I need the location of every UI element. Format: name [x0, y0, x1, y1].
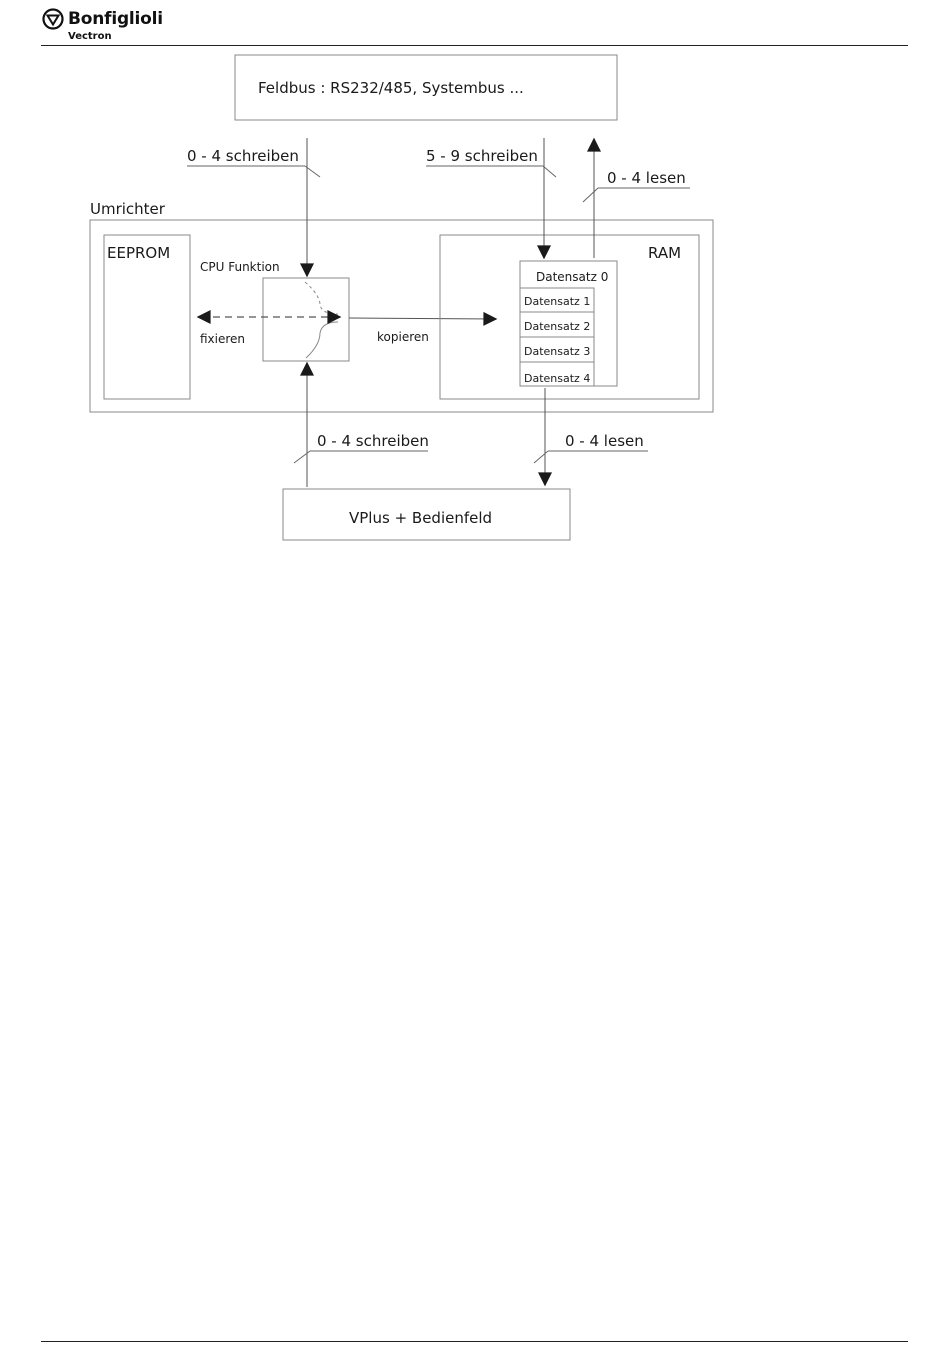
cpu-label: CPU Funktion	[200, 260, 280, 274]
datensatz-1-label: Datensatz 1	[524, 295, 590, 308]
cpu-curve-top	[305, 282, 338, 314]
cpu-curve-bottom	[306, 322, 338, 358]
bus-write-5-9-leader	[543, 166, 556, 177]
panel-read-0-4-leader	[534, 451, 548, 463]
footer-rule	[41, 1341, 908, 1342]
kopieren-label: kopieren	[377, 330, 429, 344]
bus-write-5-9-label: 5 - 9 schreiben	[426, 147, 538, 165]
datensatz-3-label: Datensatz 3	[524, 345, 590, 358]
umrichter-box	[90, 220, 713, 412]
fixieren-label: fixieren	[200, 332, 245, 346]
data-set-diagram: Feldbus : RS232/485, Systembus ... 0 - 4…	[0, 0, 950, 600]
cpu-box	[263, 278, 349, 361]
bus-read-0-4-label: 0 - 4 lesen	[607, 169, 686, 187]
feldbus-label: Feldbus : RS232/485, Systembus ...	[258, 79, 524, 97]
datensatz-4-label: Datensatz 4	[524, 372, 590, 385]
eeprom-label: EEPROM	[107, 244, 170, 262]
panel-write-0-4-label: 0 - 4 schreiben	[317, 432, 429, 450]
panel-read-0-4-label: 0 - 4 lesen	[565, 432, 644, 450]
ram-label: RAM	[648, 244, 681, 262]
umrichter-label: Umrichter	[90, 200, 166, 218]
bus-read-0-4-leader	[583, 188, 598, 202]
vplus-label: VPlus + Bedienfeld	[349, 509, 492, 527]
datensatz-2-label: Datensatz 2	[524, 320, 590, 333]
kopieren-arrow	[349, 318, 496, 319]
bus-write-0-4-label: 0 - 4 schreiben	[187, 147, 299, 165]
panel-write-0-4-leader	[294, 451, 310, 463]
datensatz-0-label: Datensatz 0	[536, 270, 608, 284]
